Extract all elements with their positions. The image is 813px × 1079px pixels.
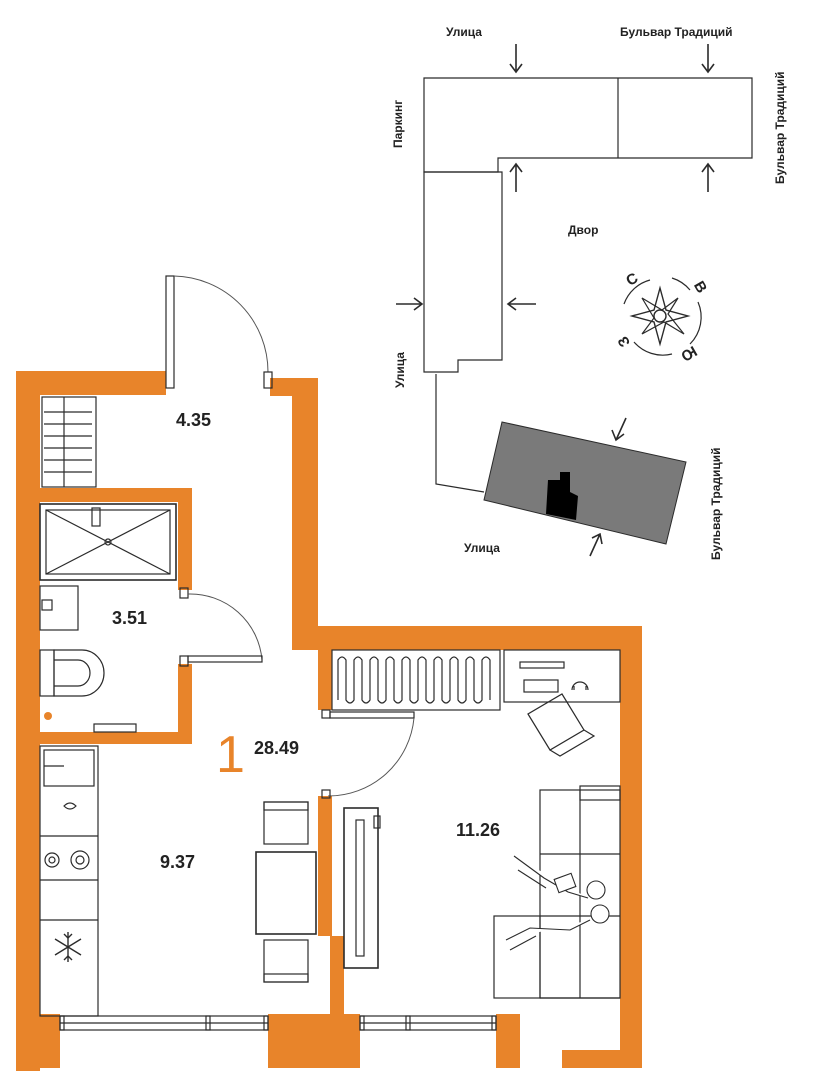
drain-icon — [44, 712, 52, 720]
apartment-marker — [546, 472, 578, 520]
label-street-top: Улица — [446, 25, 482, 39]
office-chair — [527, 693, 596, 757]
highlighted-building — [483, 421, 687, 545]
label-boulevard-lower-right: Бульвар Традиций — [709, 447, 723, 560]
entry-arrows — [396, 44, 715, 557]
radiator-living — [331, 649, 501, 711]
people-on-sofa — [505, 855, 610, 951]
label-street-left: Улица — [393, 352, 407, 388]
window-living — [359, 1015, 497, 1031]
kitchen-counter — [39, 745, 99, 1017]
label-yard: Двор — [568, 223, 598, 237]
towel-rail — [93, 723, 137, 733]
label-boulevard-right: Бульвар Традиций — [773, 71, 787, 184]
area-kitchen: 9.37 — [160, 852, 195, 872]
compass-north: С — [623, 269, 641, 289]
radiator-hall — [41, 396, 97, 488]
area-bathroom: 3.51 — [112, 608, 147, 628]
entrance-door — [165, 275, 273, 389]
exterior-walls — [16, 371, 642, 1071]
desk — [503, 649, 621, 703]
window-kitchen — [59, 1015, 269, 1031]
compass-icon — [623, 277, 702, 356]
shower — [39, 503, 177, 581]
living-door — [321, 709, 415, 799]
label-parking: Паркинг — [391, 100, 405, 148]
site-map — [423, 77, 753, 545]
compass-west: З — [615, 333, 634, 350]
snowflake-icon — [54, 932, 82, 962]
toilet — [39, 649, 105, 697]
area-living: 11.26 — [456, 820, 500, 840]
room-count: 1 — [216, 726, 245, 784]
dining-table — [255, 801, 317, 983]
tv-stand — [343, 807, 381, 969]
area-total: 28.49 — [254, 738, 299, 758]
compass-south: Ю — [678, 342, 700, 364]
area-hall: 4.35 — [176, 410, 211, 430]
label-street-bottom: Улица — [464, 541, 500, 555]
bathroom-door — [179, 587, 263, 667]
label-boulevard-top: Бульвар Традиций — [620, 25, 733, 39]
washbasin — [39, 585, 79, 631]
compass-east: В — [690, 278, 710, 296]
